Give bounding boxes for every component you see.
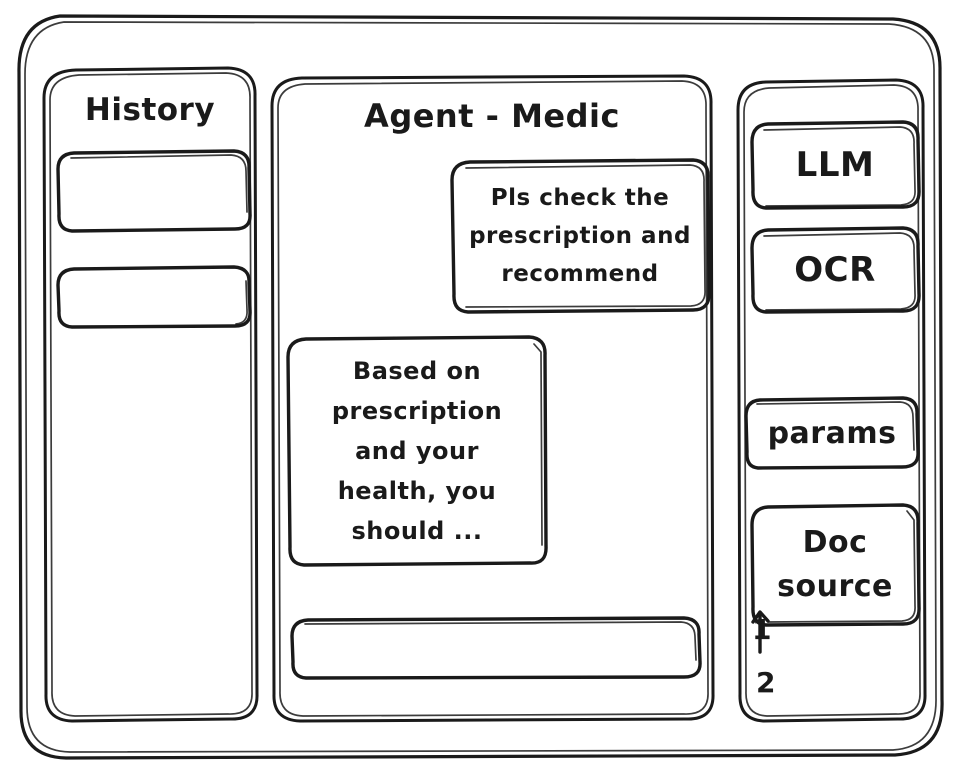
tool-button-llm-label: LLM [795, 145, 875, 185]
page-title: Agent - Medic [364, 97, 620, 135]
history-list-item[interactable] [59, 266, 249, 328]
message-input[interactable] [292, 618, 700, 678]
history-list-item[interactable] [59, 150, 249, 230]
history-title: History [84, 92, 216, 128]
doc-source-marker-2: 2 [756, 665, 776, 699]
tool-button-ocr-label: OCR [794, 250, 876, 290]
tool-button-doc-source-label: Doc source [777, 525, 893, 604]
tool-button-params-label: params [767, 415, 897, 451]
user-message-text: Pls check the prescription and recommend [469, 185, 691, 287]
agent-message-text: Based on prescription and your health, y… [331, 357, 503, 545]
doc-source-marker-1: 1 [752, 612, 772, 646]
